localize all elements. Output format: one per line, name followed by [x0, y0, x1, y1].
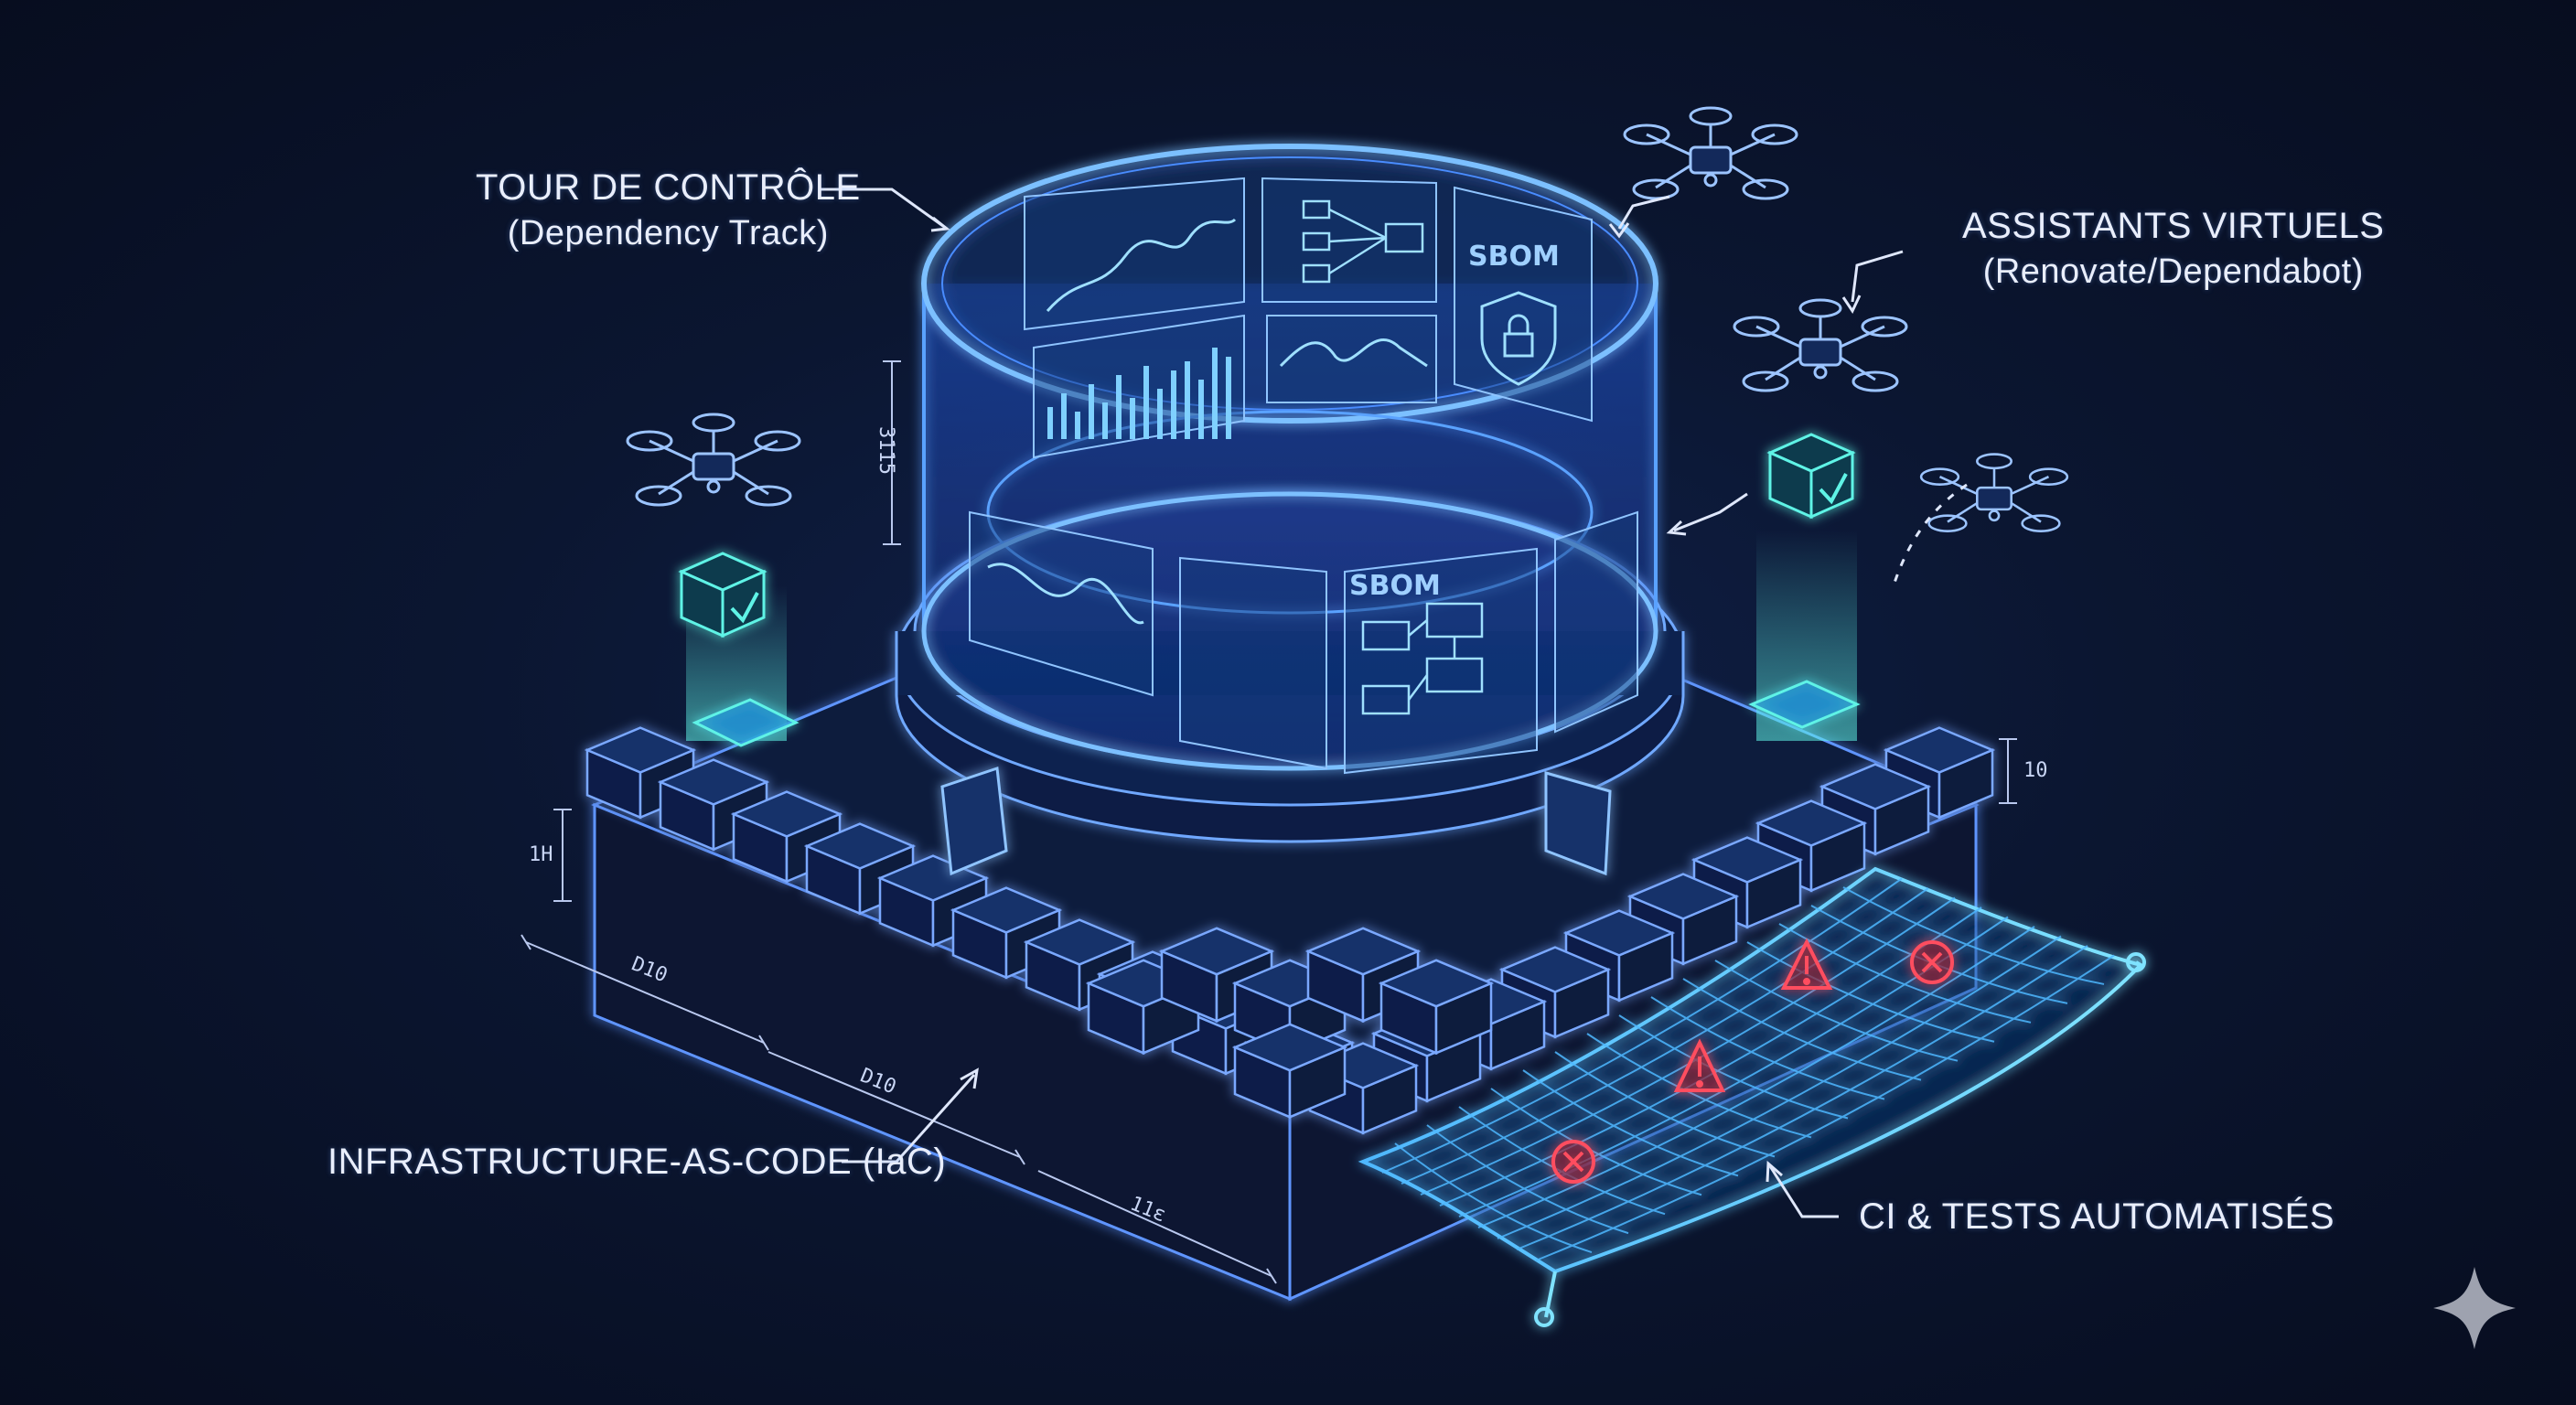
iac-block-face [1023, 918, 1136, 966]
control-tower-label: TOUR DE CONTRÔLE (Dependency Track) [476, 165, 861, 256]
virtual-assistants-label: ASSISTANTS VIRTUELS (Renovate/Dependabot… [1962, 203, 2384, 295]
error-icon [1551, 940, 1954, 1184]
control-tower-title: TOUR DE CONTRÔLE [476, 167, 861, 208]
check-cube-icon-right [1766, 433, 1856, 520]
drone-icon [1733, 298, 1908, 392]
ci-tests-label: CI & TESTS AUTOMATISÉS [1859, 1196, 2335, 1237]
iac-block-face [584, 726, 697, 774]
iac-blocks [584, 726, 1996, 1135]
net-line [1401, 887, 1929, 1185]
net-line [1554, 1051, 1776, 1158]
iac-block-face [730, 790, 843, 838]
screen-flowchart [1302, 199, 1484, 715]
iac-block-face [1883, 726, 1996, 774]
sbom-label-top: SBOM [1468, 241, 1560, 273]
net-line [1650, 996, 1885, 1100]
sparkle-icon [2433, 1267, 2516, 1349]
iac-block-face [1304, 927, 1422, 976]
drone-group [626, 106, 2069, 532]
dim-edge-right: 10 [2023, 759, 2048, 782]
iac-block-face [1626, 873, 1740, 920]
net-line [1714, 960, 1959, 1062]
net-line [1497, 935, 2062, 1239]
drone-icon [626, 413, 801, 507]
sbom-label-bottom: SBOM [1349, 570, 1441, 602]
dimension-lines [521, 360, 2017, 1284]
net-line [1842, 886, 2105, 985]
net-line [1394, 1142, 1593, 1254]
tower-screens [969, 177, 1638, 775]
check-cube-icon [678, 552, 767, 638]
iac-label: INFRASTRUCTURE-AS-CODE (IaC) [327, 1142, 947, 1182]
net-line [1586, 1033, 1812, 1139]
screen-charts [987, 218, 1428, 625]
iac-block-face [803, 822, 917, 870]
iac-block-face [1755, 799, 1868, 847]
iac-block-face [1158, 927, 1275, 976]
tower-emblems [940, 766, 1612, 876]
glow-cells [692, 680, 1861, 747]
warning-icon [1673, 938, 1833, 1092]
net-line [1522, 1069, 1739, 1177]
iac-block-face [1498, 946, 1612, 993]
iac-block-face [1231, 1023, 1348, 1072]
shield-lock-icon [1480, 291, 1557, 386]
drone-icon [1623, 106, 1798, 200]
net-line [1490, 1088, 1702, 1196]
drone-icon [1919, 453, 2069, 532]
iac-block-face [950, 886, 1063, 934]
iac-block-face [657, 758, 770, 806]
screen-bars [1047, 348, 1231, 439]
iac-block-face [1690, 836, 1804, 884]
iac-block-face [1378, 959, 1495, 1008]
net-line [1516, 945, 2088, 1250]
net-line [1381, 877, 1903, 1174]
net-line [1682, 978, 1922, 1081]
virtual-assistants-subtitle: (Renovate/Dependabot) [1982, 252, 2364, 291]
net-line [1618, 1014, 1849, 1120]
dim-tower-height: 3115 [874, 426, 897, 475]
leader-arrows [819, 188, 1968, 1218]
net-line [1426, 1124, 1629, 1235]
virtual-assistants-title: ASSISTANTS VIRTUELS [1962, 206, 2385, 246]
control-tower-subtitle: (Dependency Track) [507, 214, 829, 252]
iac-block-face [1562, 909, 1676, 957]
dim-block-height: 1H [529, 843, 553, 866]
net-line [1535, 954, 2115, 1261]
net-line [1477, 926, 2035, 1228]
iac-block-face [1819, 763, 1932, 810]
